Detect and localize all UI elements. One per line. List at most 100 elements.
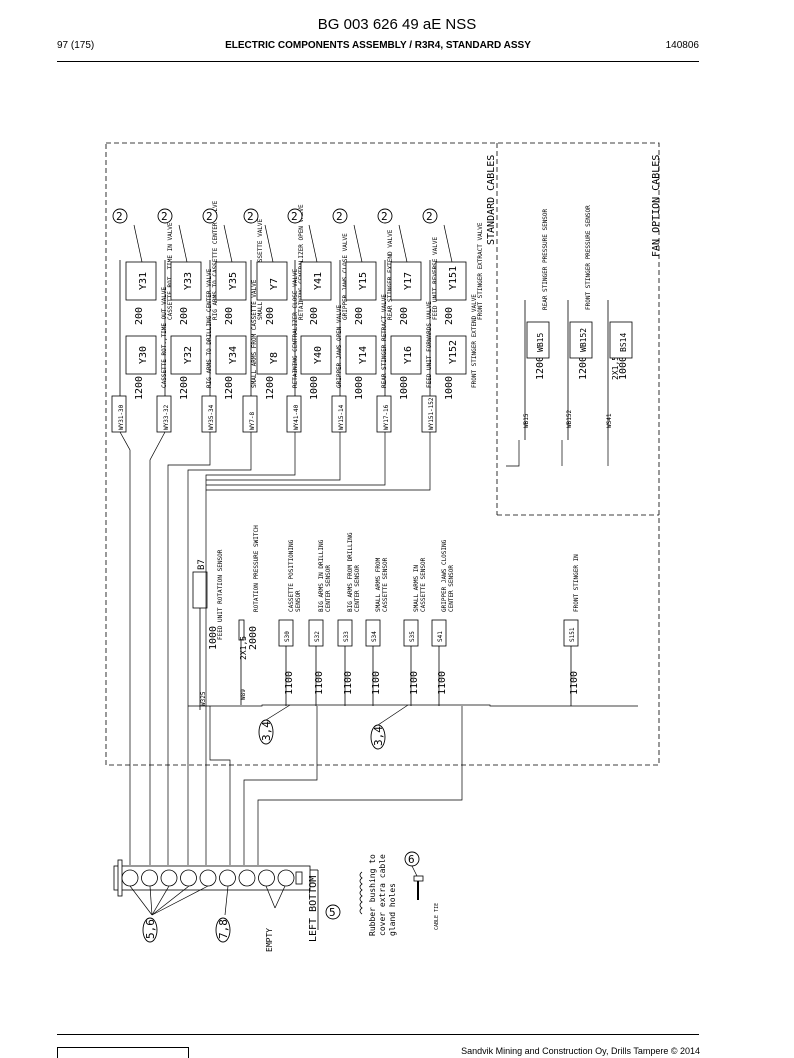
valve-cable-wy41-40-right-label: Y41	[313, 272, 324, 290]
callout-gland-small-text: 7,8	[217, 919, 230, 939]
pressure-switch-desc: ROTATION PRESSURE SWITCH	[253, 525, 260, 612]
valve-cable-wy151-152-right-label: Y151	[448, 266, 459, 290]
valve-cable-wy35-34-right-valve	[215, 261, 247, 301]
fan-cable-wb15-cable-label: WB15	[523, 413, 530, 428]
valve-cable-wy33-32-right-valve	[170, 261, 202, 301]
sensor-s34-desc: SMALL ARMS FROM	[375, 557, 382, 612]
callout-gland-cables-oval	[142, 917, 158, 943]
valve-cable-wy15-14-ref-circle	[332, 208, 348, 224]
valve-cable-wy151-152-right-valve	[435, 261, 467, 301]
callout-sensors-b-leader	[377, 704, 409, 726]
fan-cable-ws41-sensor-label: BS14	[619, 333, 628, 352]
footer-company: Sandvik Mining and Construction Oy, Dril…	[461, 1046, 700, 1056]
cable-tie-head	[413, 875, 424, 882]
cable-routing	[119, 431, 638, 865]
valve-cable-wy35-34-leader	[223, 224, 233, 263]
valve-cable-wy151-152-length-a: 1000	[444, 376, 455, 400]
callout-bushing-circle	[325, 904, 341, 920]
gland-cable-leader-4	[151, 885, 190, 916]
valve-cable-wy31-30-ref-text: 2	[116, 210, 123, 223]
fan-cable-wb152-sensor-label: WB152	[579, 328, 588, 352]
route-9	[209, 706, 231, 865]
sensor-s32-length: 1100	[314, 671, 325, 695]
section-title: ELECTRIC COMPONENTS ASSEMBLY / R3R4, STA…	[225, 40, 531, 51]
valve-cable-wy31-30-length-b: 200	[134, 307, 145, 325]
callout-sensors-a-leader	[265, 704, 291, 721]
valve-cable-wy15-14-leader	[353, 224, 363, 263]
sensor-s35-length: 1100	[409, 671, 420, 695]
route-3	[167, 432, 211, 865]
rubber-bushing-strip	[359, 871, 363, 915]
valve-cable-wy17-16-left-label: Y16	[403, 346, 414, 364]
gland-hole-5	[199, 869, 217, 887]
feed-sensor-desc: FEED UNIT ROTATION SENSOR	[217, 549, 224, 640]
sensor-s151-id: S151	[569, 627, 576, 642]
gland-cable-leader-2	[149, 885, 153, 916]
valve-cable-wy7-8-right-label: Y7	[269, 278, 280, 290]
sensor-s33-desc: BIG ARMS FROM DRILLING	[347, 532, 354, 612]
sensor-s33-desc2: CENTER SENSOR	[354, 565, 361, 612]
valve-cable-wy31-30-leader	[133, 224, 143, 263]
valve-cable-wy17-16-tag	[376, 395, 392, 433]
valve-cable-wy15-14-right-valve	[345, 261, 377, 301]
valve-cable-wy41-40-cable-label: WY41-40	[293, 404, 300, 430]
sensor-s30-id: S30	[284, 631, 291, 642]
gland-cable-leader-1	[129, 885, 153, 916]
left-bottom-label: LEFT BOTTOM	[308, 876, 319, 942]
valve-cable-wy17-16-left-valve	[390, 335, 422, 375]
gland-small-leader	[224, 885, 229, 916]
document-id: BG 003 626 49 aE NSS	[317, 16, 477, 33]
sensor-s33-length: 1100	[343, 671, 354, 695]
sensor-s34-id: S34	[371, 631, 378, 642]
valve-cable-wy41-40-right-valve	[300, 261, 332, 301]
page-header: 97 (175) ELECTRIC COMPONENTS ASSEMBLY / …	[57, 40, 699, 56]
pressure-switch-spec: 2X1,5	[239, 636, 248, 660]
valve-cable-wy41-40-tag	[286, 395, 302, 433]
valve-cable-wy7-8-right-valve	[256, 261, 288, 301]
valve-cable-wy17-16-leader	[398, 224, 408, 263]
valve-cable-wy17-16-ref-text: 2	[381, 210, 388, 223]
valve-cable-wy35-34-right-label: Y35	[228, 272, 239, 290]
valve-cable-wy15-14-ref-text: 2	[336, 210, 343, 223]
fan-cable-wb15-sensor-label: WB15	[536, 333, 545, 352]
callout-sensors-b-text: 3,4	[372, 726, 385, 746]
fan-cable-ws41-sensor-box	[609, 321, 633, 359]
valve-cable-wy17-16-length-b: 200	[399, 307, 410, 325]
valve-cable-wy41-40-leader	[308, 224, 318, 263]
valve-cable-wy33-32-leader	[178, 224, 188, 263]
sensor-s32-id: S32	[314, 631, 321, 642]
valve-cable-wy15-14-length-a: 1000	[354, 376, 365, 400]
pressure-switch-length: 2000	[248, 626, 259, 650]
valve-cable-wy151-152-length-b: 200	[444, 307, 455, 325]
fan-cable-wb152-cable-label: WB152	[566, 410, 573, 428]
gland-hole-9	[277, 869, 295, 887]
diagram-frame	[105, 142, 660, 766]
fan-cable-wb152-length: 1200	[578, 356, 589, 380]
valve-cable-wy33-32-length-a: 1200	[179, 376, 190, 400]
valve-cable-wy7-8-ref-text: 2	[247, 210, 254, 223]
valve-cable-wy7-8-ref-circle	[243, 208, 259, 224]
pressure-switch-body	[238, 619, 245, 641]
valve-cable-wy15-14-right-label: Y15	[358, 272, 369, 290]
valve-cable-wy151-152-cable-label: WY151-152	[428, 397, 435, 430]
sensor-s151-length: 1100	[569, 671, 580, 695]
fan-cable-wb15-sensor-box	[526, 321, 550, 359]
route-1	[119, 431, 131, 865]
sensor-s41-desc2: CENTER SENSOR	[448, 565, 455, 612]
valve-cable-wy151-152-ref-text: 2	[426, 210, 433, 223]
route-7	[206, 432, 386, 486]
valve-cable-wy17-16-right-label: Y17	[403, 272, 414, 290]
footer-rule	[57, 1034, 699, 1035]
route-2	[149, 431, 166, 865]
standard-cables-label: STANDARD CABLES	[486, 155, 497, 245]
route-8	[206, 432, 431, 491]
valve-cable-wy33-32-desc: RIG ARMS TO DRILLING CENTER VALVE	[206, 268, 213, 388]
fan-cable-wb15-length: 1200	[535, 356, 546, 380]
route-4	[187, 432, 252, 865]
sensor-trunk	[188, 704, 638, 707]
pressure-switch-cable: W89	[240, 689, 247, 700]
valve-cable-wy151-152-tag	[421, 395, 437, 433]
